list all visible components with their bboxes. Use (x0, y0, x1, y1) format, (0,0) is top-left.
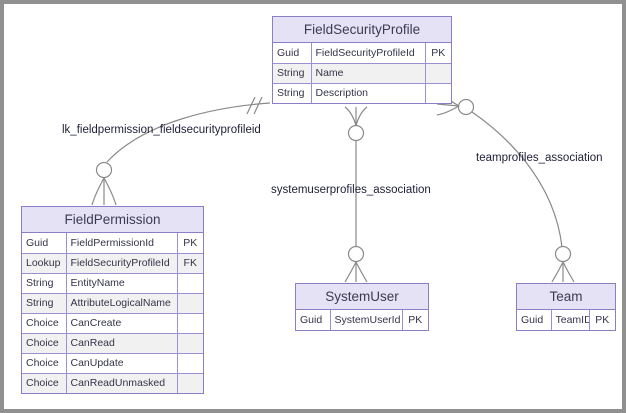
attribute-name: FieldPermissionId (65, 233, 178, 254)
attribute-type: String (22, 292, 67, 314)
attribute-name: CanReadUnmasked (65, 372, 178, 393)
connector-teamprofiles-association (436, 90, 575, 283)
attribute-type: Guid (22, 233, 67, 254)
attribute-name: FieldSecurityProfileId (65, 252, 178, 274)
connector-lk-fieldpermission-fieldsecurityprofileid (91, 96, 271, 206)
attribute-type: Choice (22, 312, 67, 334)
attribute-key: PK (401, 310, 428, 330)
attribute-name: Name (310, 62, 426, 84)
attribute-name: CanRead (65, 332, 178, 354)
attribute-key (176, 352, 203, 374)
attribute-type: Choice (22, 372, 67, 393)
attribute-name: TeamID (550, 310, 590, 330)
attribute-type: Guid (517, 310, 552, 330)
attribute-key (176, 312, 203, 334)
relationship-label-teamprofiles-association[interactable]: teamprofiles_association (476, 152, 603, 164)
attribute-key: FK (176, 252, 203, 274)
attribute-key (176, 272, 203, 294)
attribute-name: CanCreate (65, 312, 178, 334)
attribute-type: Guid (273, 43, 312, 64)
attribute-name: SystemUserId (329, 310, 403, 330)
attribute-type: Lookup (22, 252, 67, 274)
entity-title: FieldSecurityProfile (273, 17, 451, 43)
attribute-name: CanUpdate (65, 352, 178, 374)
attribute-name: AttributeLogicalName (65, 292, 178, 314)
attribute-key (176, 332, 203, 354)
attribute-name: FieldSecurityProfileId (310, 43, 426, 64)
entity-title: FieldPermission (22, 207, 203, 233)
attribute-type: String (22, 272, 67, 294)
attribute-key (176, 292, 203, 314)
attribute-key (424, 62, 451, 84)
attribute-type: String (273, 62, 312, 84)
entity-title: Team (517, 284, 615, 310)
attribute-key: PK (176, 233, 203, 254)
attribute-type: Choice (22, 352, 67, 374)
attribute-type: String (273, 82, 312, 103)
attribute-name: Description (310, 82, 426, 103)
relationship-label-systemuserprofiles-association[interactable]: systemuserprofiles_association (271, 184, 431, 196)
entity-title: SystemUser (296, 284, 428, 310)
attribute-type: Guid (296, 310, 331, 330)
attribute-name: EntityName (65, 272, 178, 294)
attribute-key: PK (588, 310, 615, 330)
attribute-key (424, 82, 451, 103)
attribute-key: PK (424, 43, 451, 64)
attribute-type: Choice (22, 332, 67, 354)
relationship-label-lk-fieldpermission-fieldsecurityprofileid[interactable]: lk_fieldpermission_fieldsecurityprofilei… (62, 124, 261, 136)
attribute-key (176, 372, 203, 393)
